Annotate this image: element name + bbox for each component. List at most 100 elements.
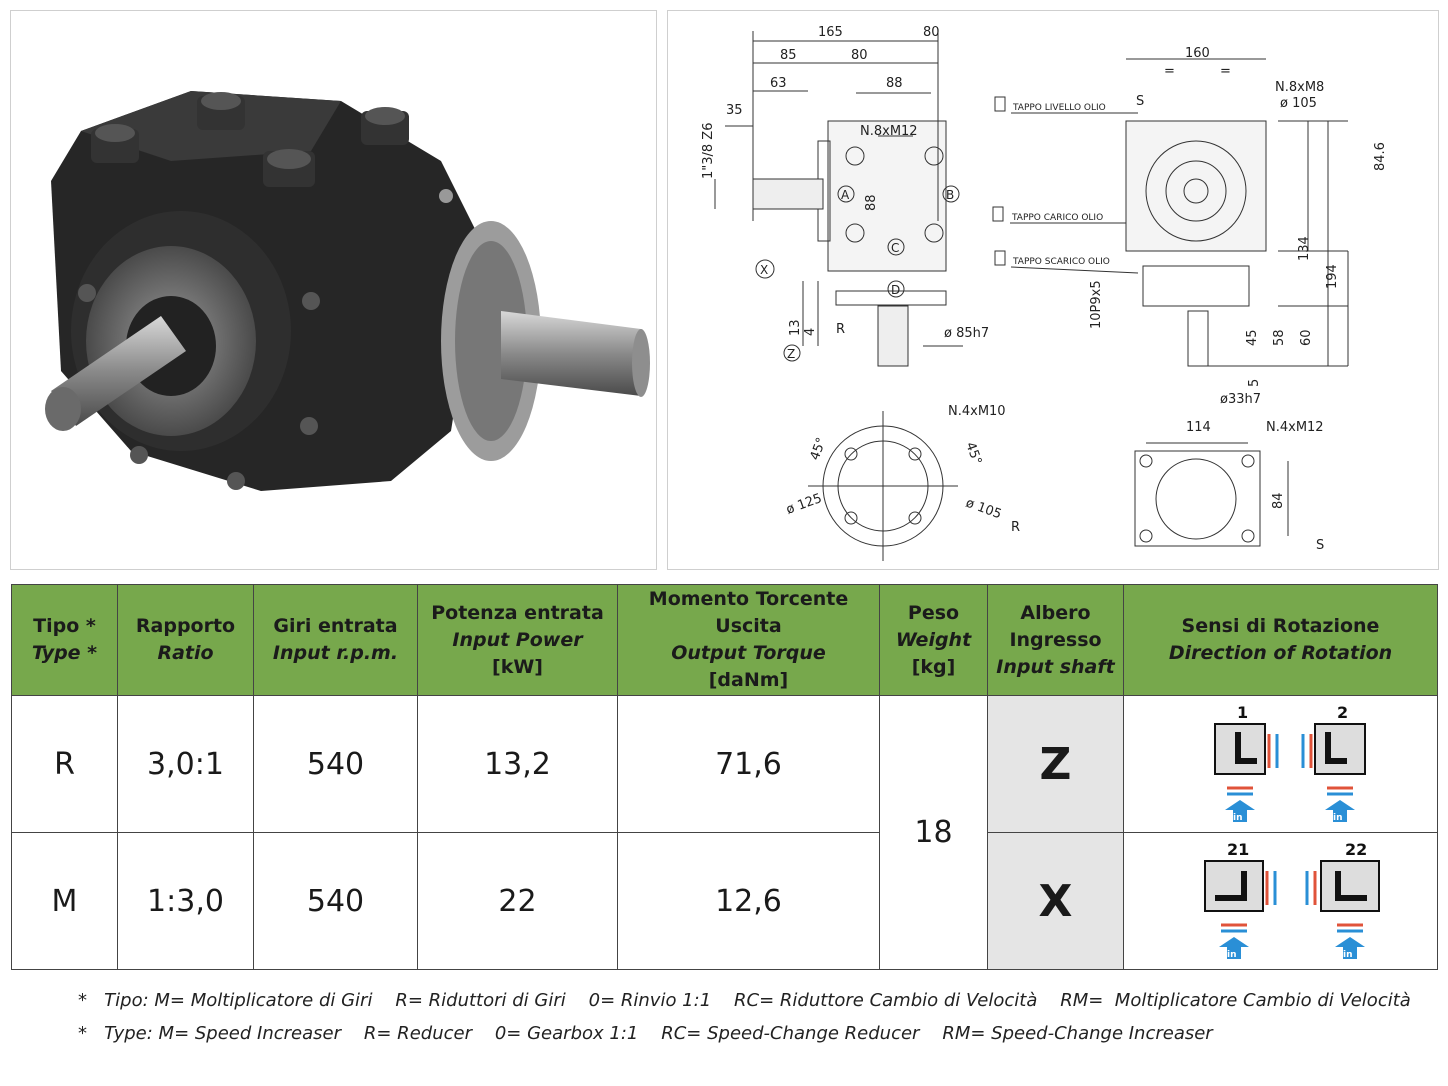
cell-rpm: 540 — [253, 832, 418, 970]
front-view — [714, 31, 963, 367]
cell-power: 22 — [417, 832, 618, 970]
flange-d105: ø 105 — [964, 496, 1004, 523]
gearbox-photo-panel — [10, 10, 657, 570]
view-z-label: Z — [787, 347, 795, 361]
rotation-label-1: 1 — [1237, 703, 1248, 722]
gearbox-icon-2 — [1313, 723, 1366, 775]
side-5: 5 — [1247, 379, 1262, 387]
gear-l-icon — [1334, 871, 1367, 901]
gear-l-icon — [1214, 871, 1247, 901]
table-header-row: Tipo * Type * Rapporto Ratio Giri entrat… — [11, 584, 1438, 696]
cell-weight: 18 — [879, 695, 988, 970]
dim-80-top: 80 — [923, 25, 940, 40]
header-type: Tipo * Type * — [11, 584, 118, 696]
side-eq-1: = — [1164, 64, 1175, 79]
side-60: 60 — [1299, 329, 1314, 346]
dim-35: 35 — [726, 103, 743, 118]
dim-88-vertical: 88 — [864, 194, 879, 211]
in-label: in — [1333, 813, 1343, 823]
base-width: 114 — [1186, 420, 1211, 435]
side-pcd: ø 105 — [1280, 96, 1317, 111]
gearbox-icon-22 — [1319, 860, 1380, 912]
plug-level-label: TAPPO LIVELLO OLIO — [1012, 103, 1106, 113]
header-weight: Peso Weight [kg] — [879, 584, 988, 696]
header-power: Potenza entrata Input Power [kW] — [417, 584, 618, 696]
base-height: 84 — [1271, 492, 1286, 509]
plug-fill-icon — [992, 206, 1004, 222]
rotation-label-22: 22 — [1345, 840, 1367, 859]
rotation-diagram: 1 2 — [1213, 703, 1366, 823]
gear-l-icon — [1234, 732, 1257, 764]
side-shaft: ø33h7 — [1220, 392, 1261, 407]
technical-drawing-panel: 165 80 85 80 63 88 35 1"3/8 Z6 N.8xM12 8… — [667, 10, 1439, 570]
side-view — [1125, 58, 1349, 367]
gearbox-photo — [45, 91, 650, 491]
cell-torque: 71,6 — [617, 695, 880, 833]
label-d: D — [891, 283, 900, 297]
header-rpm: Giri entrata Input r.p.m. — [253, 584, 418, 696]
side-bolts: N.8xM8 — [1275, 80, 1324, 95]
flange-view — [808, 411, 958, 561]
side-h3: 194 — [1325, 264, 1340, 289]
in-label: in — [1343, 950, 1353, 960]
table-row: M 1:3,0 540 22 12,6 X 21 22 — [11, 832, 1438, 970]
base-view — [1134, 442, 1289, 547]
dim-4: 4 — [803, 328, 818, 336]
side-s: S — [1136, 94, 1144, 109]
flange-bolts: N.4xM10 — [948, 404, 1006, 419]
cell-torque: 12,6 — [617, 832, 880, 970]
input-arrow-icon — [1218, 937, 1249, 959]
front-nut-label: N.8xM12 — [860, 124, 918, 139]
cell-ratio: 3,0:1 — [117, 695, 254, 833]
side-45: 45 — [1245, 329, 1260, 346]
label-a: A — [841, 188, 850, 202]
header-ratio: Rapporto Ratio — [117, 584, 254, 696]
plug-level-icon — [994, 96, 1006, 112]
flange-d125: ø 125 — [784, 491, 824, 518]
cell-shaft: X — [987, 832, 1124, 970]
direction-arrows-icon — [1220, 871, 1363, 933]
side-h2: 134 — [1297, 236, 1312, 261]
base-s: S — [1316, 538, 1324, 553]
side-eq-2: = — [1220, 64, 1231, 79]
table-row: R 3,0:1 540 13,2 71,6 18 Z 1 2 — [11, 695, 1438, 970]
plug-drain-icon — [994, 250, 1006, 266]
rotation-label-2: 2 — [1337, 703, 1348, 722]
cell-shaft: Z — [987, 695, 1124, 833]
cell-rotation: 21 22 — [1123, 832, 1438, 970]
shaft-dia-label: ø 85h7 — [944, 326, 989, 341]
gear-l-icon — [1324, 732, 1347, 764]
note-italian: * Tipo: M= Moltiplicatore di Giri R= Rid… — [78, 990, 1411, 1011]
technical-drawing: 165 80 85 80 63 88 35 1"3/8 Z6 N.8xM12 8… — [701, 25, 1388, 561]
input-arrow-icon — [1224, 800, 1255, 822]
dim-13: 13 — [788, 319, 803, 336]
cell-ratio: 1:3,0 — [117, 832, 254, 970]
flange-r: R — [1011, 520, 1020, 535]
dim-165: 165 — [818, 25, 843, 40]
dim-63: 63 — [770, 76, 787, 91]
cell-rotation: 1 2 — [1123, 695, 1438, 833]
flange-angle-1: 45° — [808, 436, 830, 463]
label-b: B — [946, 188, 954, 202]
cell-rpm: 540 — [253, 695, 418, 833]
note-english: * Type: M= Speed Increaser R= Reducer 0=… — [78, 1023, 1213, 1044]
spec-table: Tipo * Type * Rapporto Ratio Giri entrat… — [11, 584, 1438, 970]
input-arrow-icon — [1324, 800, 1355, 822]
dim-80: 80 — [851, 48, 868, 63]
input-arrow-icon — [1334, 937, 1365, 959]
flange-angle-2: 45° — [962, 440, 984, 467]
cell-type: R — [11, 695, 118, 833]
cell-power: 13,2 — [417, 695, 618, 833]
dim-85: 85 — [780, 48, 797, 63]
dim-88: 88 — [886, 76, 903, 91]
in-label: in — [1233, 813, 1243, 823]
cell-type: M — [11, 832, 118, 970]
plug-drain-label: TAPPO SCARICO OLIO — [1012, 257, 1110, 267]
side-key: 10P9x5 — [1089, 280, 1104, 329]
dim-r: R — [836, 322, 845, 337]
base-bolts: N.4xM12 — [1266, 420, 1324, 435]
side-width: 160 — [1185, 46, 1210, 61]
view-x-label: X — [760, 263, 768, 277]
header-input-shaft: Albero Ingresso Input shaft — [987, 584, 1124, 696]
direction-arrows-icon — [1226, 734, 1353, 796]
